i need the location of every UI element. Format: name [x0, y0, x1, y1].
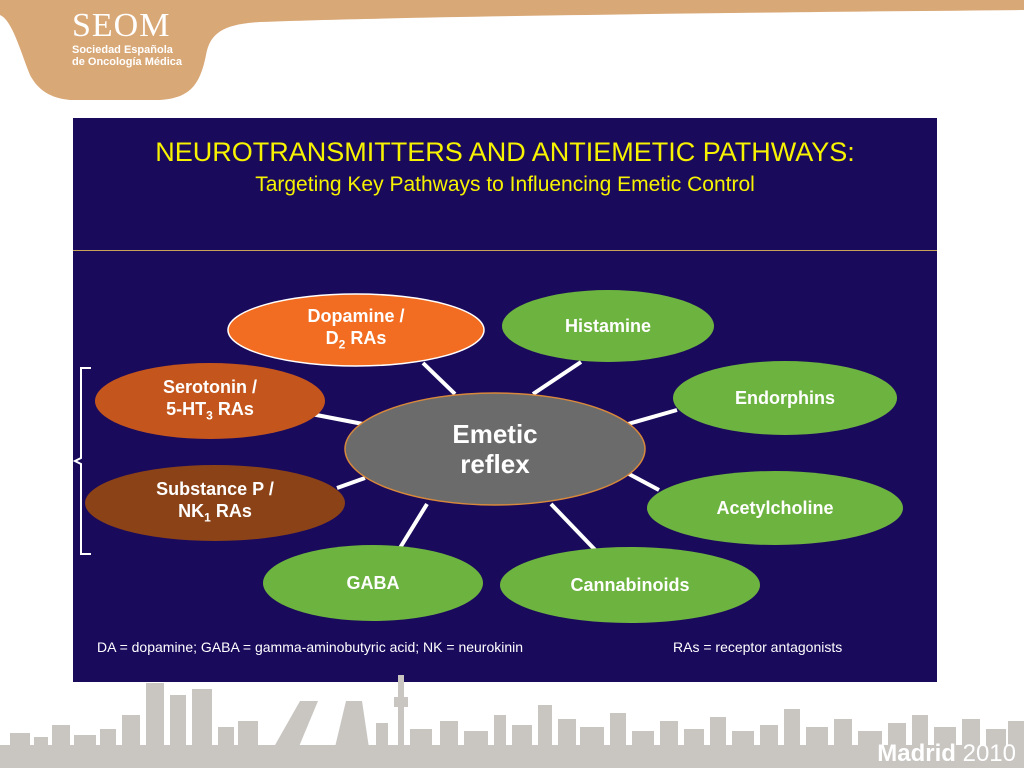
node-emetic-reflex — [344, 392, 646, 506]
madrid-2010-branding: Madrid 2010 — [877, 741, 1016, 767]
substance-p-line1: Substance P / — [156, 478, 274, 499]
connector-acetylcholine — [628, 472, 660, 492]
logo-subtitle-line2: de Oncología Médica — [72, 56, 183, 68]
node-cannabinoids — [500, 547, 760, 623]
node-gaba — [263, 545, 483, 621]
connector-endorphins — [627, 408, 678, 426]
node-acetylcholine — [647, 471, 903, 545]
substance-p-line2: NK1 RAs — [178, 500, 252, 525]
slide-title: NEUROTRANSMITTERS AND ANTIEMETIC PATHWAY… — [155, 137, 855, 167]
node-endorphins — [673, 361, 897, 435]
footnote-ras: RAs = receptor antagonists — [673, 639, 843, 655]
logo-subtitle-line1: Sociedad Española — [72, 44, 173, 56]
label-emetic-reflex: Emetic reflex — [345, 393, 645, 505]
node-substance-p — [85, 465, 345, 541]
label-serotonin: Serotonin / 5-HT3 RAs — [95, 363, 325, 439]
node-histamine — [502, 290, 714, 362]
connector-histamine — [531, 360, 583, 396]
serotonin-line1: Serotonin / — [163, 376, 257, 397]
serotonin-line2: 5-HT3 RAs — [166, 398, 254, 423]
label-acetylcholine: Acetylcholine — [716, 498, 834, 518]
madrid-skyline — [0, 675, 1024, 768]
branding-city: Madrid — [877, 740, 956, 767]
connector-substance-p — [336, 476, 366, 490]
node-dopamine — [227, 293, 485, 367]
branding-year: 2010 — [962, 740, 1016, 767]
slide-title-block: NEUROTRANSMITTERS AND ANTIEMETIC PATHWAY… — [73, 136, 937, 198]
label-endorphins: Endorphins — [735, 388, 835, 408]
connector-cannabinoids — [549, 502, 603, 558]
label-dopamine: Dopamine / D2 RAs — [228, 296, 484, 364]
dopamine-line1: Dopamine / — [307, 305, 405, 326]
slide-subtitle: Targeting Key Pathways to Influencing Em… — [255, 173, 755, 196]
emetic-line2: reflex — [460, 449, 530, 479]
seom-logo: SEOM Sociedad Española de Oncología Médi… — [72, 7, 183, 69]
left-bracket — [73, 367, 91, 555]
slide-panel: NEUROTRANSMITTERS AND ANTIEMETIC PATHWAY… — [73, 118, 937, 682]
pathway-diagram — [85, 290, 903, 623]
label-cannabinoids: Cannabinoids — [570, 575, 690, 595]
emetic-line1: Emetic — [452, 419, 538, 449]
label-gaba: GABA — [346, 573, 400, 593]
title-divider — [73, 250, 937, 251]
label-histamine: Histamine — [564, 316, 652, 336]
connector-dopamine — [421, 361, 457, 396]
logo-title: SEOM — [72, 7, 171, 44]
node-serotonin — [95, 363, 325, 439]
dopamine-line2: D2 RAs — [325, 327, 387, 352]
footnote-abbreviations: DA = dopamine; GABA = gamma-aminobutyric… — [97, 639, 524, 655]
header-logo-band — [0, 0, 1024, 100]
label-substance-p: Substance P / NK1 RAs — [85, 465, 345, 541]
